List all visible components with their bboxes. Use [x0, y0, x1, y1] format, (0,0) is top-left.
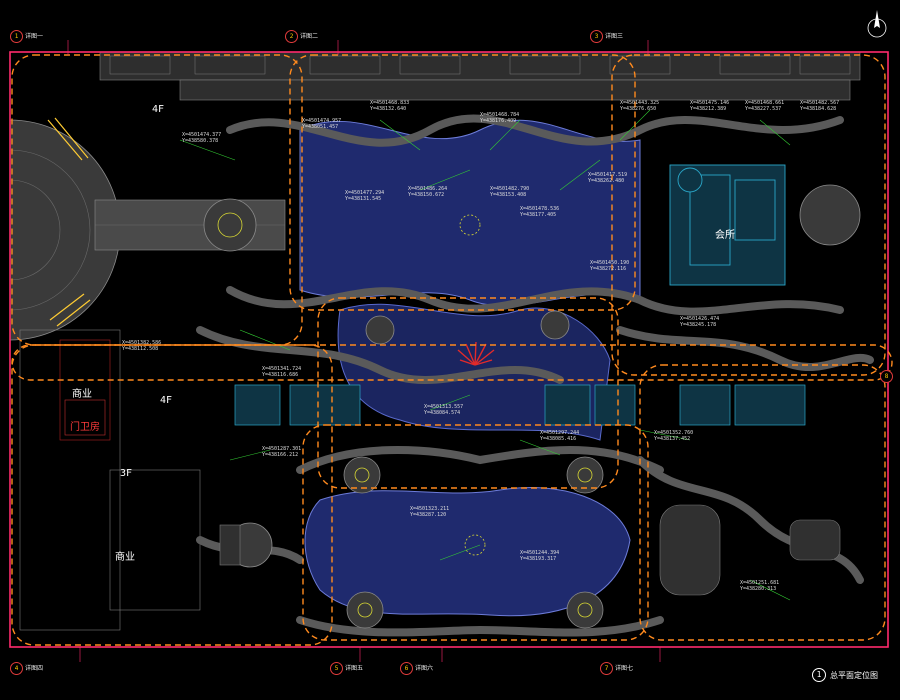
- coord-label: X=4501323.211 Y=438287.120: [410, 506, 450, 518]
- residential-blocks: [234, 384, 806, 426]
- floor-label-a: 4F: [152, 104, 165, 115]
- coord-label: X=4501352.760 Y=438137.452: [654, 430, 694, 442]
- coord-label: X=4501341.724 Y=438116.686: [262, 366, 302, 378]
- clubhouse-building: [669, 164, 786, 286]
- drawing-title: 1 总平面定位图: [812, 668, 878, 682]
- coord-label: X=4501450.190 Y=438272.116: [590, 260, 630, 272]
- coord-label: X=4501474.377 Y=438580.378: [182, 132, 222, 144]
- coord-label: X=4501313.557 Y=438084.574: [424, 404, 464, 416]
- coord-label: X=4501443.325 Y=438276.650: [620, 100, 660, 112]
- zone-label-west-1: 商业: [72, 389, 92, 400]
- coord-label: X=4501382.586 Y=438112.508: [122, 340, 162, 352]
- coord-label: X=4501426.474 Y=438245.178: [680, 316, 720, 328]
- leader-lines: [179, 109, 791, 601]
- clubhouse-label: 会所: [715, 230, 735, 241]
- zone-label-west-2: 门卫房: [70, 422, 100, 433]
- coord-label: X=4501482.567 Y=438184.628: [800, 100, 840, 112]
- north-pond: [299, 119, 641, 307]
- coord-label: X=4501468.833 Y=438132.640: [370, 100, 410, 112]
- coord-label: X=4501244.394 Y=438193.317: [520, 550, 560, 562]
- coord-label: X=4501477.294 Y=438131.545: [345, 190, 385, 202]
- coord-label: X=4501474.957 Y=438051.457: [302, 118, 342, 130]
- coord-label: X=4501287.301 Y=438166.212: [262, 446, 302, 458]
- title-text: 总平面定位图: [830, 670, 878, 680]
- coord-label: X=4501482.790 Y=438153.408: [490, 186, 530, 198]
- title-number: 1: [812, 668, 826, 682]
- coord-label: X=4501417.519 Y=438262.480: [588, 172, 628, 184]
- garden-paths: [196, 114, 874, 637]
- north-building-strip: [99, 51, 861, 101]
- coord-label: X=4501478.536 Y=438177.405: [520, 206, 560, 218]
- coord-label: X=4501468.661 Y=438227.537: [745, 100, 785, 112]
- coord-label: X=4501468.784 Y=438176.409: [480, 112, 520, 124]
- coord-label: X=4501475.146 Y=438212.389: [690, 100, 730, 112]
- coord-label: X=4501486.264 Y=438150.672: [408, 186, 448, 198]
- site-boundary: [9, 51, 889, 648]
- coord-label: X=4501297.244 Y=438085.416: [540, 430, 580, 442]
- coord-label: X=4501251.681 Y=438280.313: [740, 580, 780, 592]
- central-sculpture: [457, 341, 495, 366]
- west-entrance-plaza: [9, 119, 286, 341]
- detail-zones: [11, 54, 893, 646]
- zone-label-west-3: 商业: [115, 552, 135, 563]
- detail-callout-8[interactable]: 8: [880, 370, 895, 383]
- floor-label-c: 3F: [120, 468, 133, 479]
- floor-label-b: 4F: [160, 395, 173, 406]
- north-arrow-icon: [867, 10, 887, 38]
